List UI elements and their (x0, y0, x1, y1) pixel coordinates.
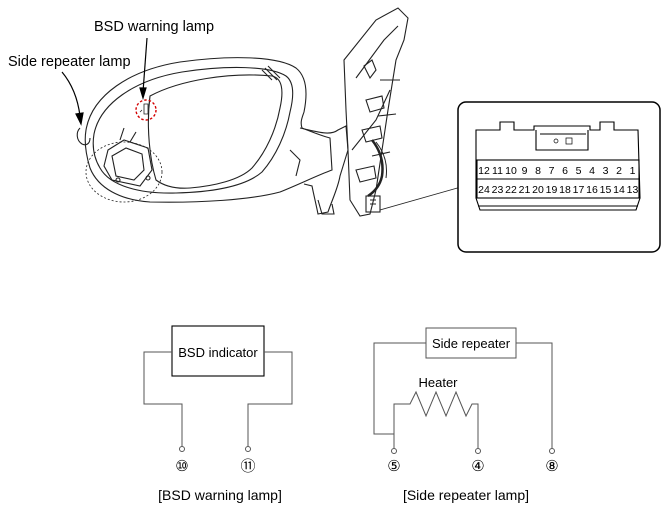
bsd-lamp-marker (135, 99, 157, 121)
side-mirror-illustration (76, 7, 469, 217)
connector-pin-18: 18 (559, 184, 571, 196)
repeater-schematic (373, 327, 555, 454)
bsd-warning-lamp-callout: BSD warning lamp (94, 19, 214, 35)
bsd-schematic (143, 325, 293, 452)
side-repeater-lamp-callout: Side repeater lamp (8, 54, 131, 70)
connector-pin-20: 20 (532, 184, 544, 196)
repeater-pin-4: ④ (471, 458, 484, 475)
connector-pin-4: 4 (589, 165, 595, 177)
bsd-indicator-box (171, 325, 265, 377)
bsd-caption: [BSD warning lamp] (158, 487, 282, 503)
repeater-pin-5: ⑤ (387, 458, 400, 475)
connector-pin-9: 9 (522, 165, 528, 177)
connector-pin-17: 17 (573, 184, 585, 196)
side-repeater-label: Side repeater (432, 336, 511, 351)
connector-pin-11: 11 (492, 165, 503, 177)
connector-pin-6: 6 (562, 165, 568, 177)
bsd-pin-11: ⑪ (240, 458, 255, 475)
connector-pin-10: 10 (505, 165, 517, 177)
callout-arrows (61, 37, 148, 126)
connector-pin-14: 14 (613, 184, 625, 196)
connector-pin-5: 5 (576, 165, 582, 177)
connector-pin-1: 1 (630, 165, 636, 177)
connector-pin-24: 24 (478, 184, 490, 196)
bsd-indicator-label: BSD indicator (178, 345, 258, 360)
connector-pin-7: 7 (549, 165, 555, 177)
heater-label: Heater (418, 375, 458, 390)
connector-pin-23: 23 (492, 184, 504, 196)
connector-pin-19: 19 (546, 184, 558, 196)
connector-pin-8: 8 (535, 165, 541, 177)
connector-pin-12: 12 (478, 165, 490, 177)
repeater-pin-8: ⑧ (545, 458, 558, 475)
connector-inset (457, 101, 661, 253)
heater-resistor (393, 390, 479, 448)
connector-pin-15: 15 (600, 184, 612, 196)
connector-pin-3: 3 (603, 165, 609, 177)
connector-pin-21: 21 (519, 184, 531, 196)
bsd-pin-10: ⑩ (175, 458, 188, 475)
connector-pin-2: 2 (616, 165, 622, 177)
repeater-caption: [Side repeater lamp] (403, 487, 529, 503)
connector-pin-13: 13 (627, 184, 639, 196)
connector-pin-16: 16 (586, 184, 598, 196)
connector-pin-22: 22 (505, 184, 517, 196)
